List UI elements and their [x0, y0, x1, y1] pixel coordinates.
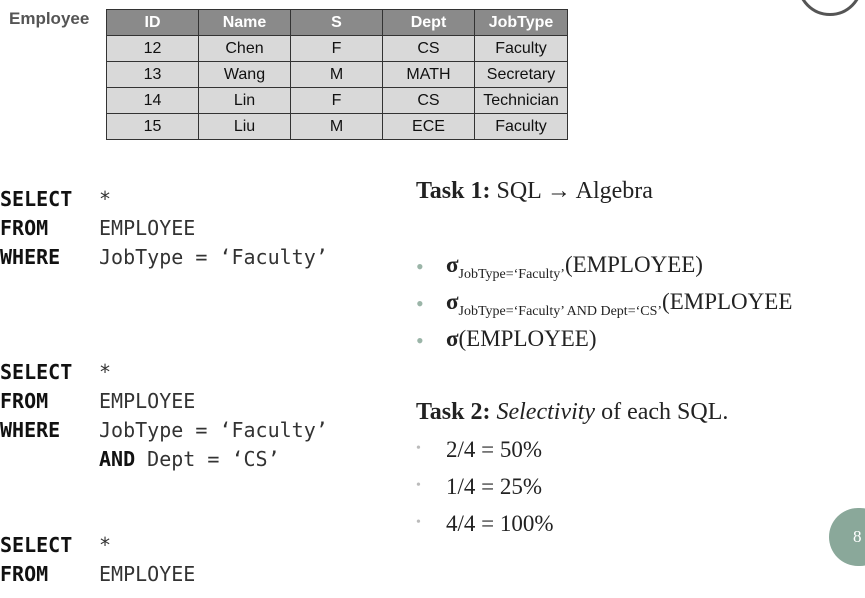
table-header-row: ID Name S Dept JobType — [106, 9, 568, 36]
sql-keyword: WHERE — [0, 245, 61, 269]
sql-keyword: FROM — [0, 216, 49, 240]
table-row: 14 Lin F CS Technician — [106, 87, 568, 114]
selection-condition: JobType=‘Faculty’ — [458, 267, 565, 282]
task2-label: Task 2: — [416, 399, 491, 425]
table-cell: F — [290, 35, 383, 62]
task1-text: SQL → Algebra — [496, 178, 653, 204]
table-cell: ECE — [382, 113, 475, 140]
sql-value: * — [99, 533, 112, 557]
table-cell: Wang — [198, 61, 291, 88]
corner-decoration — [797, 0, 863, 16]
list-item: σJobType=‘Faculty’ AND Dept=‘CS’(EMPLOYE… — [416, 289, 865, 326]
table-cell: Technician — [474, 87, 568, 114]
task2-heading: Task 2: Selectivity of each SQL. — [416, 399, 728, 426]
sql-keyword: SELECT — [0, 360, 73, 384]
task2-text: of each SQL. — [601, 399, 729, 425]
list-item: σJobType=‘Faculty’(EMPLOYEE) — [416, 252, 865, 289]
table-cell: Chen — [198, 35, 291, 62]
table-cell: Lin — [198, 87, 291, 114]
sigma-symbol: σ — [446, 326, 459, 351]
table-cell: CS — [382, 87, 475, 114]
sql-keyword: WHERE — [0, 418, 61, 442]
relation-name: (EMPLOYEE — [662, 289, 793, 314]
sql-keyword: FROM — [0, 389, 49, 413]
table-cell: 14 — [106, 87, 199, 114]
sql-query-1: SELECT * FROM EMPLOYEE WHERE JobType = ‘Fac… — [0, 185, 328, 272]
sql-keyword: SELECT — [0, 187, 73, 211]
sql-query-3: SELECT * FROM EMPLOYEE — [0, 531, 195, 589]
list-item: 4/4 = 100% — [416, 511, 554, 548]
sql-value: * — [99, 360, 112, 384]
list-item: 1/4 = 25% — [416, 474, 554, 511]
table-cell: 12 — [106, 35, 199, 62]
table-cell: Secretary — [474, 61, 568, 88]
table-cell: M — [290, 61, 383, 88]
table-cell: Faculty — [474, 113, 568, 140]
column-header-name: Name — [198, 9, 291, 36]
selection-condition: JobType=‘Faculty’ AND Dept=‘CS’ — [458, 304, 663, 319]
table-cell: M — [290, 113, 383, 140]
task1-heading: Task 1: SQL → Algebra — [416, 178, 653, 205]
list-item: σ(EMPLOYEE) — [416, 326, 865, 363]
page-number-badge: 8 — [829, 508, 865, 566]
sigma-symbol: σ — [446, 252, 459, 277]
table-cell: MATH — [382, 61, 475, 88]
task1-list: σJobType=‘Faculty’(EMPLOYEE) σJobType=‘F… — [416, 252, 865, 363]
column-header-id: ID — [106, 9, 199, 36]
table-cell: Liu — [198, 113, 291, 140]
task1-label: Task 1: — [416, 178, 491, 204]
sql-value: EMPLOYEE — [99, 562, 196, 586]
table-cell: CS — [382, 35, 475, 62]
sql-value: JobType = ‘Faculty’ — [99, 418, 328, 442]
sql-keyword: SELECT — [0, 533, 73, 557]
table-caption: Employee — [9, 9, 90, 28]
relation-name: (EMPLOYEE) — [564, 252, 703, 277]
column-header-dept: Dept — [382, 9, 475, 36]
table-cell: 15 — [106, 113, 199, 140]
task2-italic-term: Selectivity — [496, 399, 596, 425]
table-row: 13 Wang M MATH Secretary — [106, 61, 568, 88]
table-row: 15 Liu M ECE Faculty — [106, 113, 568, 140]
table-cell: 13 — [106, 61, 199, 88]
sql-value: EMPLOYEE — [99, 389, 196, 413]
table-row: 12 Chen F CS Faculty — [106, 35, 568, 62]
table-cell: F — [290, 87, 383, 114]
sql-value: JobType = ‘Faculty’ — [99, 245, 328, 269]
sql-keyword: AND — [99, 447, 136, 471]
employee-table: ID Name S Dept JobType 12 Chen F CS Facu… — [106, 9, 568, 140]
sql-value: * — [99, 187, 112, 211]
list-item: 2/4 = 50% — [416, 437, 554, 474]
sql-keyword: FROM — [0, 562, 49, 586]
column-header-jobtype: JobType — [474, 9, 568, 36]
table-cell: Faculty — [474, 35, 568, 62]
sigma-symbol: σ — [446, 289, 459, 314]
sql-value: Dept = ‘CS’ — [147, 447, 280, 471]
relation-name: (EMPLOYEE) — [458, 326, 597, 351]
sql-value: EMPLOYEE — [99, 216, 196, 240]
sql-query-2: SELECT * FROM EMPLOYEE WHERE JobType = ‘Fac… — [0, 358, 328, 474]
column-header-sex: S — [290, 9, 383, 36]
task2-list: 2/4 = 50% 1/4 = 25% 4/4 = 100% — [416, 437, 554, 548]
